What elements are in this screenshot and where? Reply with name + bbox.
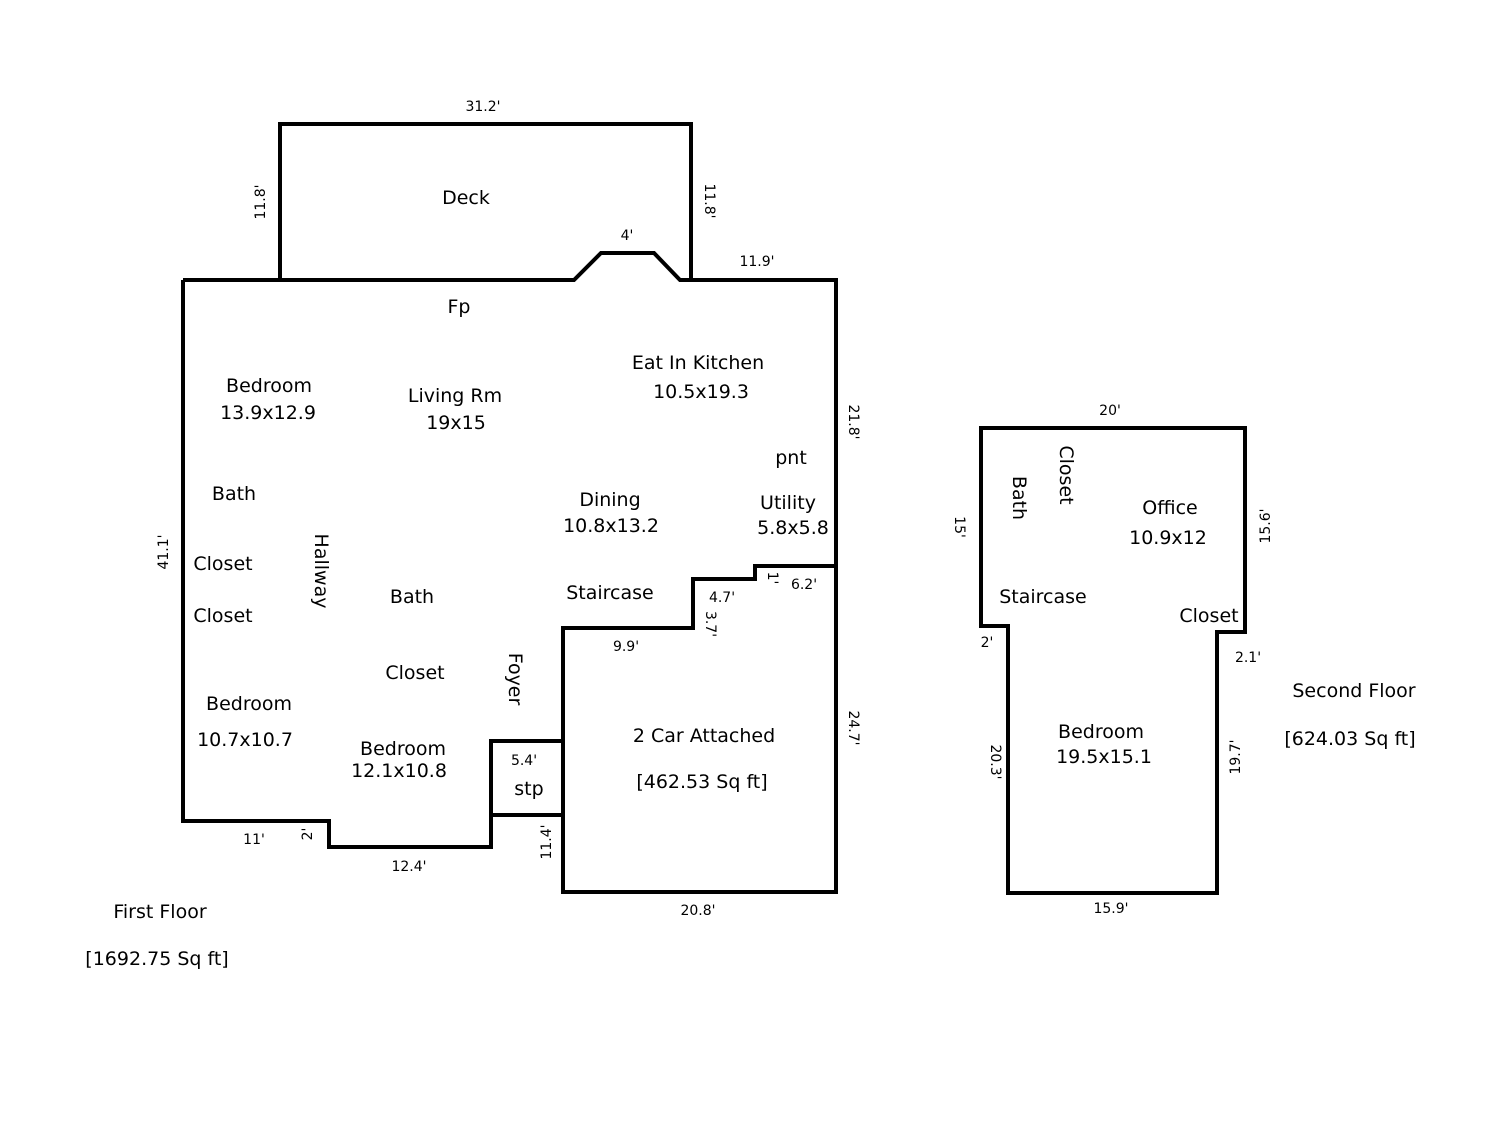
bedroom-s-name: Bedroom xyxy=(360,738,446,760)
kitchen-name: Eat In Kitchen xyxy=(632,352,764,374)
sf-staircase-label: Staircase xyxy=(999,586,1087,608)
first-floor-area: [1692.75 Sq ft] xyxy=(85,948,228,970)
sf-office-size: 10.9x12 xyxy=(1129,527,1207,549)
dim-bottom-2: 2' xyxy=(300,828,316,841)
sf-office-name: Office xyxy=(1142,497,1197,519)
sf-closet-right-label: Closet xyxy=(1179,605,1238,627)
pantry-label: pnt xyxy=(775,447,807,469)
dim-garage-right: 24.7' xyxy=(845,710,861,745)
closet-c-label: Closet xyxy=(385,662,444,684)
dim-bottom-124: 12.4' xyxy=(391,859,426,875)
dim-garage-left: 11.4' xyxy=(539,824,555,859)
bedroom-s-size: 12.1x10.8 xyxy=(351,760,447,782)
closet-w1-label: Closet xyxy=(193,553,252,575)
dim-step-47: 4.7' xyxy=(709,590,735,606)
bedroom-nw-size: 13.9x12.9 xyxy=(220,402,316,424)
stp-label: stp xyxy=(514,778,543,800)
sf-dim-notch-right: 2.1' xyxy=(1235,650,1261,666)
sf-closet-top-label: Closet xyxy=(1055,445,1077,504)
foyer-label: Foyer xyxy=(504,653,526,706)
bedroom-sw-name: Bedroom xyxy=(206,693,292,715)
dim-step-62: 6.2' xyxy=(791,577,817,593)
dim-fp-bump: 4' xyxy=(621,228,634,244)
sf-dim-top: 20' xyxy=(1099,403,1121,419)
deck-outline xyxy=(278,122,693,280)
kitchen-size: 10.5x19.3 xyxy=(653,381,749,403)
bath-c-label: Bath xyxy=(390,586,434,608)
first-floor-title: First Floor xyxy=(113,901,206,923)
dim-right-upper: 21.8' xyxy=(845,404,861,439)
dim-top-right: 11.9' xyxy=(739,254,774,270)
utility-size: 5.8x5.8 xyxy=(757,517,829,539)
sf-dim-notch-left: 2' xyxy=(981,635,994,651)
sf-dim-lower-right: 19.7' xyxy=(1228,739,1244,774)
deck-label: Deck xyxy=(442,187,490,209)
sf-bedroom-size: 19.5x15.1 xyxy=(1056,746,1152,768)
sf-dim-left: 15' xyxy=(951,516,967,538)
staircase-label: Staircase xyxy=(566,582,654,604)
utility-name: Utility xyxy=(760,492,816,514)
dim-stp-top: 5.4' xyxy=(511,753,537,769)
hallway-label: Hallway xyxy=(310,534,332,609)
garage-name: 2 Car Attached xyxy=(633,725,775,747)
bath-w-label: Bath xyxy=(212,483,256,505)
bedroom-nw-name: Bedroom xyxy=(226,375,312,397)
dim-deck-top: 31.2' xyxy=(465,99,500,115)
dim-step-1: 1' xyxy=(764,572,780,585)
first-floor-outline xyxy=(181,251,838,894)
garage-area: [462.53 Sq ft] xyxy=(636,771,767,793)
fireplace-label: Fp xyxy=(448,296,471,318)
living-room-name: Living Rm xyxy=(408,385,502,407)
closet-w2-label: Closet xyxy=(193,605,252,627)
dim-step-99: 9.9' xyxy=(613,639,639,655)
dim-step-37: 3.7' xyxy=(702,611,718,637)
sf-bedroom-name: Bedroom xyxy=(1058,721,1144,743)
sf-dim-right: 15.6' xyxy=(1258,508,1274,543)
dim-left: 41.1' xyxy=(156,534,172,569)
sf-dim-bottom: 15.9' xyxy=(1093,901,1128,917)
second-floor-outline xyxy=(979,426,1247,895)
dim-garage-bottom: 20.8' xyxy=(680,903,715,919)
dining-size: 10.8x13.2 xyxy=(563,515,659,537)
sf-bath-label: Bath xyxy=(1008,476,1030,520)
sf-dim-lower-left: 20.3' xyxy=(987,744,1003,779)
dining-name: Dining xyxy=(579,489,640,511)
dim-deck-right: 11.8' xyxy=(701,183,717,218)
second-floor-title: Second Floor xyxy=(1292,680,1415,702)
living-room-size: 19x15 xyxy=(426,412,486,434)
dim-deck-left: 11.8' xyxy=(253,184,269,219)
bedroom-sw-size: 10.7x10.7 xyxy=(197,729,293,751)
second-floor-area: [624.03 Sq ft] xyxy=(1284,728,1415,750)
dim-bottom-11: 11' xyxy=(243,832,265,848)
